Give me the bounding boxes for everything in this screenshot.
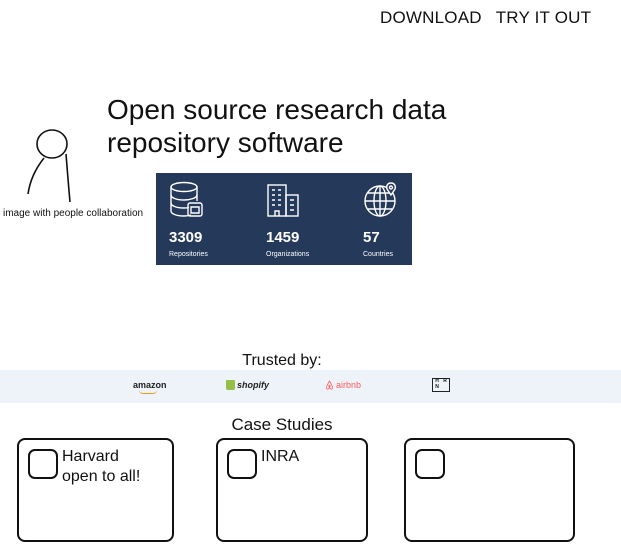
case-study-card-empty[interactable]	[404, 438, 575, 542]
database-icon	[170, 181, 203, 217]
airbnb-wordmark: airbnb	[336, 380, 362, 390]
airbnb-belo-icon	[326, 380, 333, 390]
amazon-logo: amazon	[133, 380, 167, 394]
people-collaboration-sketch-icon	[27, 129, 71, 203]
stat-label: Organizations	[266, 251, 310, 258]
case-studies-heading: Case Studies	[231, 415, 333, 434]
airbnb-logo: airbnb	[325, 380, 361, 390]
shopify-bag-icon	[226, 380, 235, 390]
case-study-card-harvard[interactable]: Harvard open to all!	[17, 438, 174, 542]
stat-value: 3309	[169, 229, 203, 246]
stat-value: 57	[363, 229, 380, 246]
image-placeholder-caption: image with people collaboration	[3, 208, 144, 219]
stat-value: 1459	[266, 229, 300, 246]
stat-label: Repositories	[169, 251, 208, 258]
case-study-title: INRA	[261, 448, 300, 465]
case-study-image-placeholder	[28, 449, 58, 479]
download-link[interactable]: DOWNLOAD	[380, 8, 482, 27]
globe-icon	[364, 182, 397, 217]
building-icon	[267, 184, 299, 217]
case-study-image-placeholder	[415, 449, 445, 479]
shopify-logo: shopify	[226, 380, 269, 390]
shopify-wordmark: shopify	[237, 380, 270, 390]
trusted-by-heading: Trusted by:	[242, 352, 322, 369]
case-study-title: Harvard open to all!	[62, 448, 141, 485]
page-title: Open source research data repository sof…	[107, 94, 447, 158]
stats-panel: 3309 Repositories 1459 Organizations	[156, 173, 412, 265]
case-study-image-placeholder	[227, 449, 257, 479]
stat-label: Countries	[363, 251, 393, 258]
trusted-logos-band	[0, 370, 621, 403]
top-nav: DOWNLOAD TRY IT OUT	[380, 8, 591, 28]
try-it-out-link[interactable]: TRY IT OUT	[495, 8, 592, 27]
case-study-card-inra[interactable]: INRA	[216, 438, 368, 542]
